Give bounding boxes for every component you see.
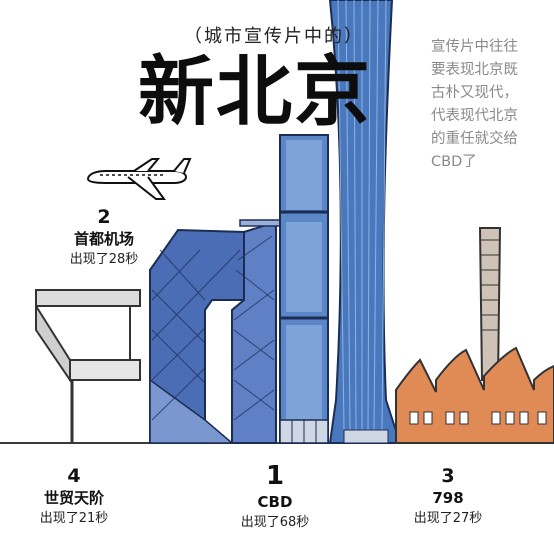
china-zun-tower [328, 0, 402, 444]
item-duration: 出现了27秒 [413, 511, 483, 526]
item-rank: 4 [67, 465, 81, 487]
item-duration: 出现了68秒 [240, 515, 310, 530]
side-note-line: 要表现北京既 [431, 62, 518, 78]
item-798: 3 798 出现了27秒 [388, 464, 508, 529]
item-name: 首都机场 [73, 230, 134, 248]
page-title: 新北京 [138, 47, 372, 136]
subtitle: （城市宣传片中的） [184, 26, 364, 47]
cwtc-tower [279, 134, 329, 444]
item-rank: 1 [265, 461, 285, 491]
item-duration: 出现了21秒 [39, 511, 109, 526]
item-name: 798 [432, 489, 464, 507]
item-rank: 3 [441, 465, 455, 487]
side-note-line: 代表现代北京 [431, 108, 518, 124]
side-note-line: 的重任就交给 [431, 131, 518, 147]
item-duration: 出现了28秒 [69, 252, 139, 267]
airplane-icon [86, 158, 192, 200]
side-note: 宣传片中往往 要表现北京既 古朴又现代， 代表现代北京 的重任就交给 CBD了 [431, 36, 551, 174]
item-rank: 2 [97, 206, 111, 228]
side-note-line: CBD了 [431, 154, 477, 170]
side-note-line: 古朴又现代， [431, 85, 518, 101]
item-cbd: 1 CBD 出现了68秒 [215, 460, 335, 533]
item-name: 世贸天阶 [43, 489, 104, 507]
item-the-place: 4 世贸天阶 出现了21秒 [14, 464, 134, 529]
item-name: CBD [257, 493, 293, 511]
side-note-line: 宣传片中往往 [431, 39, 518, 55]
item-capital-airport: 2 首都机场 出现了28秒 [44, 205, 164, 270]
wtc-place-canopy [35, 289, 141, 443]
cctv-building [149, 219, 281, 444]
factory-798 [395, 227, 554, 444]
